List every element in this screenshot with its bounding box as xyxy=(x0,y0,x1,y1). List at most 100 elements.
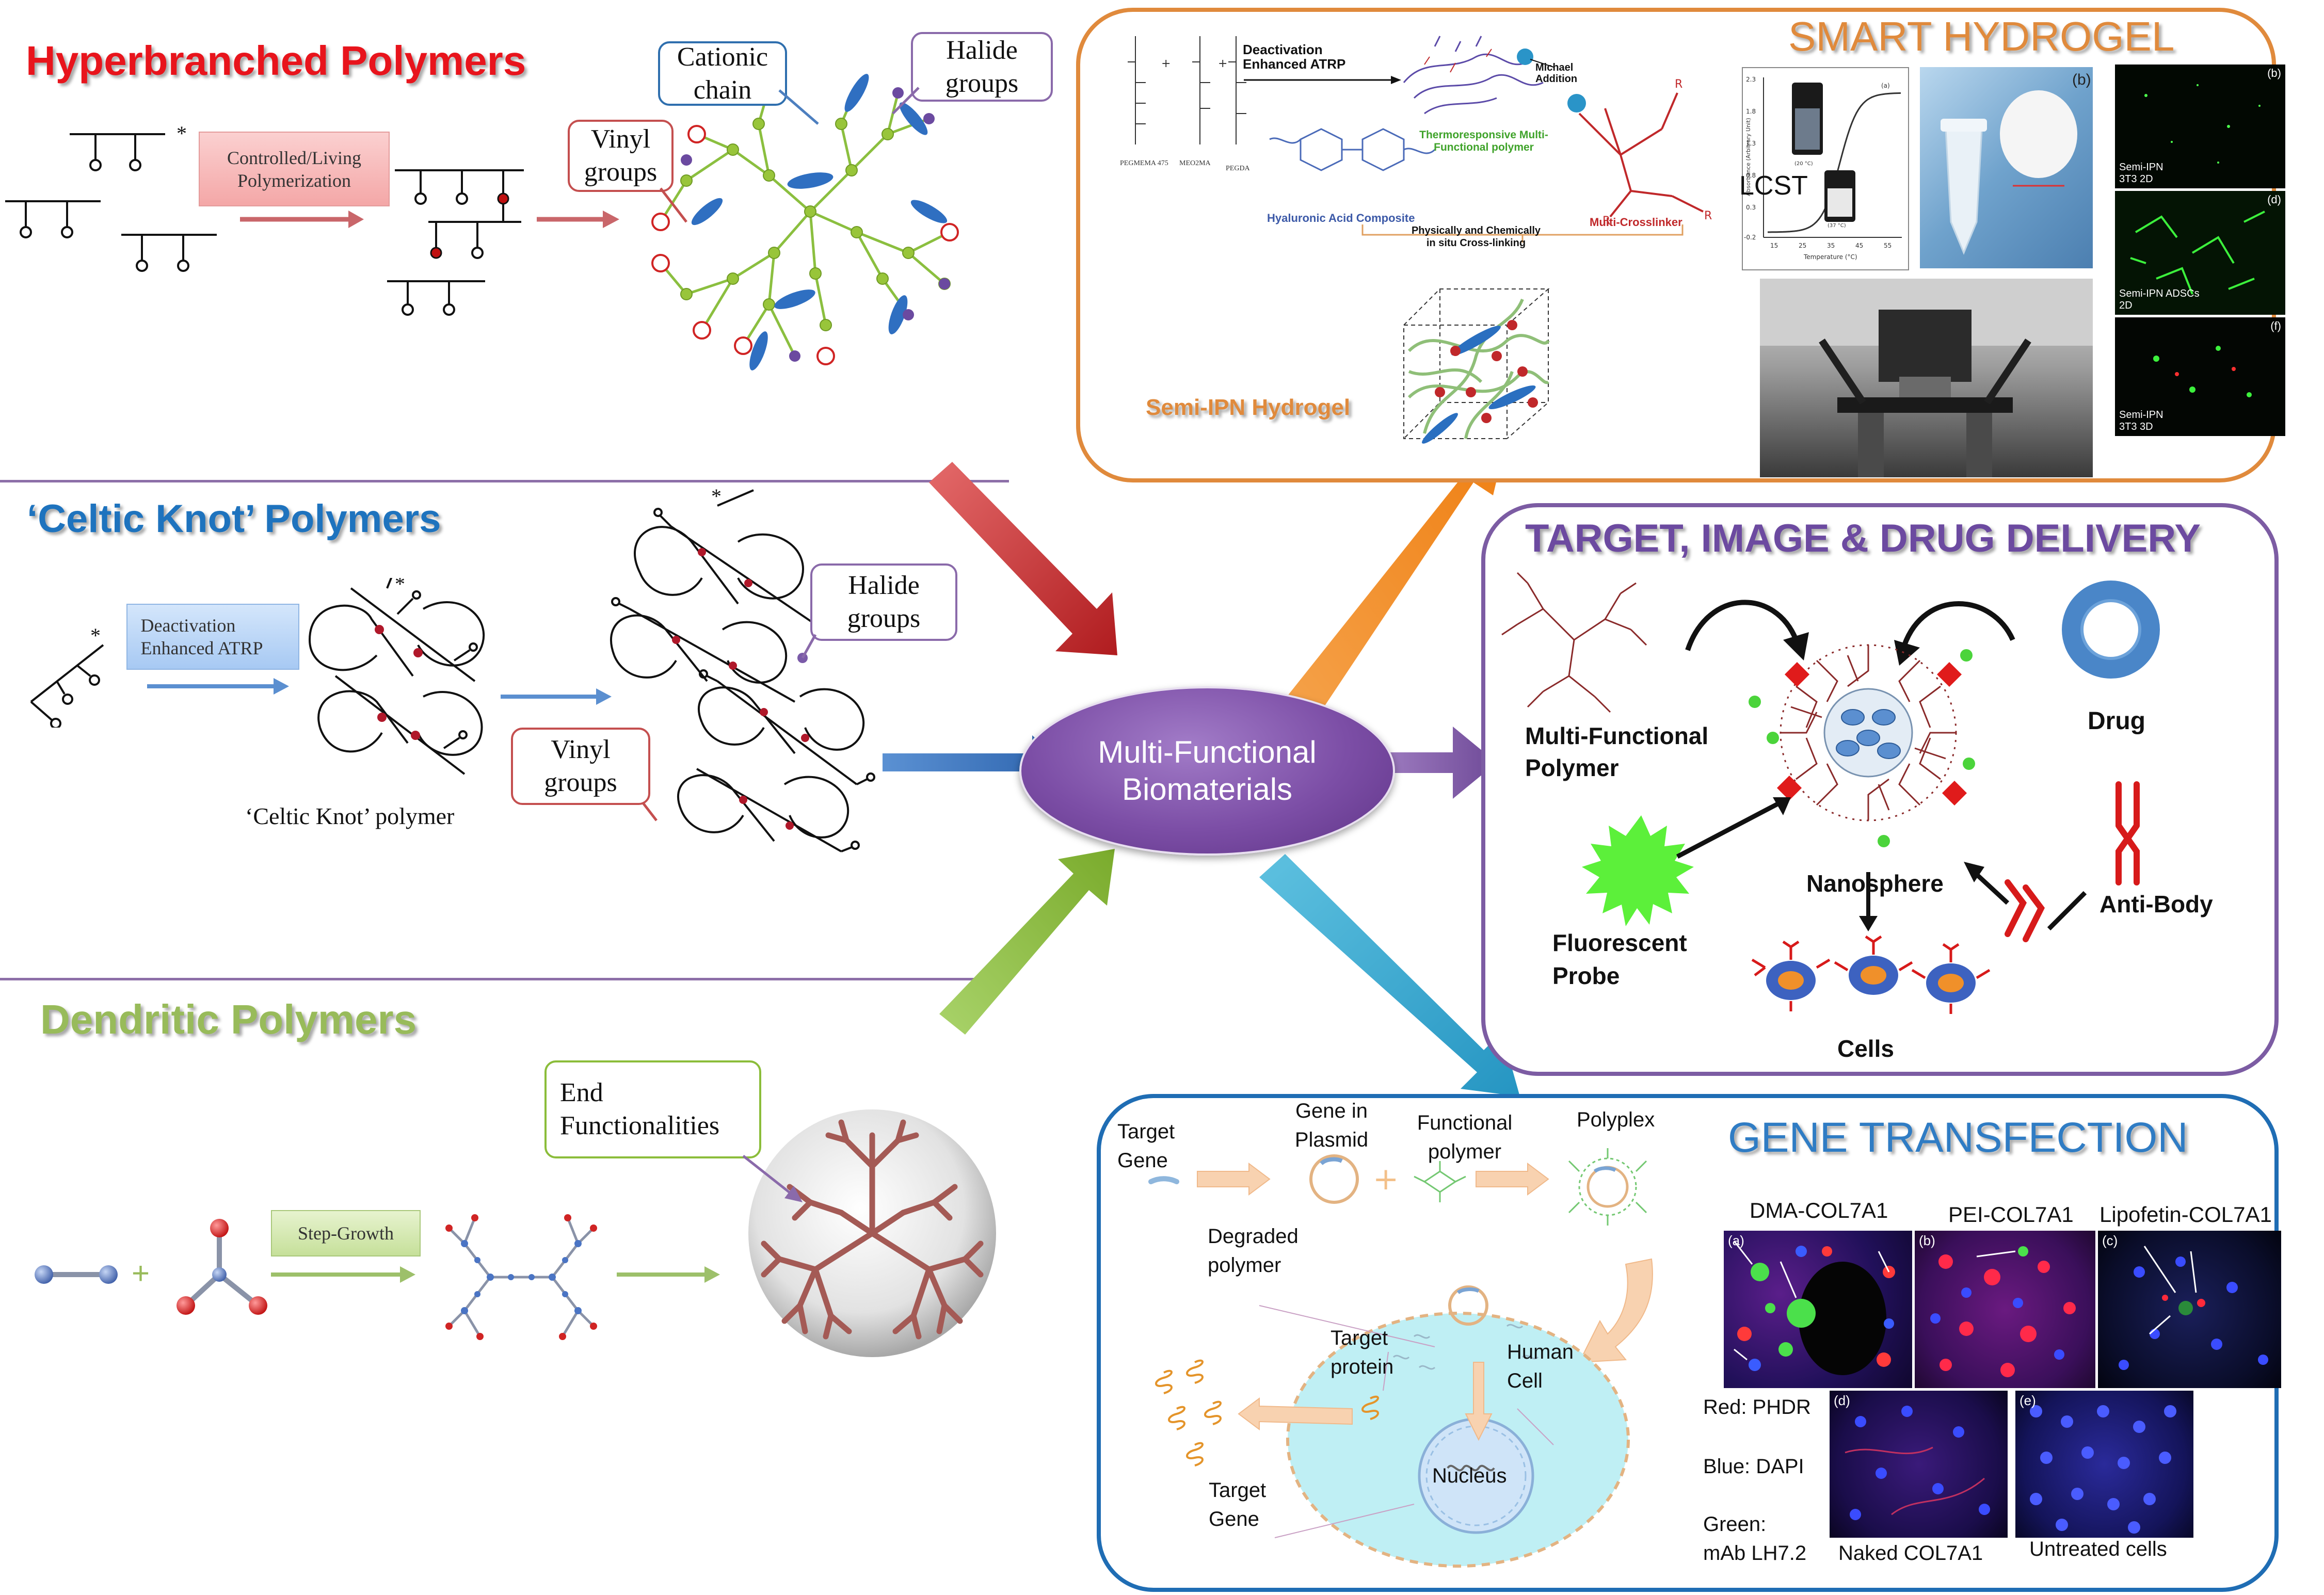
svg-text:*: * xyxy=(90,624,101,647)
thermo-polymer-label: Thermoresponsive Multi-Functional polyme… xyxy=(1419,129,1548,153)
vinyl-groups-label-top: Vinyl groups xyxy=(584,124,658,187)
legend-green-2: mAb LH7.2 xyxy=(1703,1542,1807,1565)
hyperbranched-network xyxy=(651,74,959,370)
legend-green-1: Green: xyxy=(1703,1513,1767,1536)
arrow-blue xyxy=(883,735,1063,790)
controlled-living-box: Controlled/Living Polymerization xyxy=(199,132,390,206)
ytick: 0.8 xyxy=(1746,172,1756,179)
step-growth-box: Step-Growth xyxy=(271,1210,421,1256)
svg-text:+: + xyxy=(1161,57,1171,70)
arrow-cyan xyxy=(1259,854,1520,1097)
celtic-callout-pointers xyxy=(642,634,817,821)
rheometer-photo xyxy=(1760,279,2093,477)
lcst-label: LCST xyxy=(1739,171,1808,201)
michael-addition-label: Michael Addition xyxy=(1535,62,1578,85)
mf-polymer-label: Multi-Functional Polymer xyxy=(1525,722,1709,781)
nucleus-label: Nucleus xyxy=(1432,1464,1507,1487)
cationic-chain-callout: Cationic chain xyxy=(658,41,787,106)
fig-tag-d-micro: (d) xyxy=(2267,193,2281,206)
cells-label: Cells xyxy=(1837,1035,1894,1062)
ha-composite-label: Hyaluronic Acid Composite xyxy=(1267,212,1415,224)
fig-tag-b-photo: (b) xyxy=(2072,71,2091,88)
polyplex-label: Polyplex xyxy=(1577,1108,1655,1131)
micrograph-hydrogel-3: (f) Semi-IPN 3T3 3D xyxy=(2115,317,2285,436)
controlled-living-label: Controlled/Living Polymerization xyxy=(227,147,361,191)
ytick: 0.3 xyxy=(1746,204,1756,211)
fig-tag-f-micro: (f) xyxy=(2270,319,2281,332)
plot-ylabel: Absorbance (Arbitrary Unit) xyxy=(1745,118,1752,196)
halide-groups-label-top: Halide groups xyxy=(945,35,1019,98)
drug-label: Drug xyxy=(2088,707,2145,735)
micro-tag-c: (c) xyxy=(2102,1233,2118,1248)
dendrimer-sphere xyxy=(748,1109,996,1357)
micro-label-3: Semi-IPN 3T3 3D xyxy=(2119,409,2163,432)
micro-title-dma: DMA-COL7A1 xyxy=(1750,1198,1888,1222)
legend-blue: Blue: DAPI xyxy=(1703,1455,1804,1478)
vial-label-20: (20 °C) xyxy=(1794,161,1813,167)
micro-tag-a: (a) xyxy=(1728,1233,1744,1248)
rheometer-graphic xyxy=(1760,279,2093,477)
human-cell-label: Human Cell xyxy=(1507,1341,1574,1392)
xtick: 15 xyxy=(1770,242,1778,249)
micrograph-lipofetin: (c) xyxy=(2098,1231,2281,1388)
svg-text:R: R xyxy=(1704,210,1712,222)
xtick: 35 xyxy=(1827,242,1835,249)
svg-text:+: + xyxy=(1373,1161,1399,1197)
target-gene-bottom-label: Target Gene xyxy=(1209,1479,1267,1530)
xtick: 25 xyxy=(1799,242,1806,249)
nanosphere-label: Nanosphere xyxy=(1806,870,1944,897)
xtick: 55 xyxy=(1884,242,1892,249)
deactivation-atrp-box: Deactivation Enhanced ATRP xyxy=(126,604,299,670)
monomer-3-label: PEGDA xyxy=(1226,165,1251,172)
celtic-knot-title: ‘Celtic Knot’ Polymers xyxy=(27,497,441,541)
target-gene-top-label: Target Gene xyxy=(1117,1120,1175,1172)
monomer-1-label: PEGMEMA 475 xyxy=(1120,159,1168,167)
vinyl-groups-callout-top: Vinyl groups xyxy=(568,120,674,192)
plot-xlabel: Temperature (°C) xyxy=(1803,253,1857,261)
micrograph-naked: (d) xyxy=(1830,1391,2008,1538)
ytick: 1.8 xyxy=(1746,108,1756,115)
dendritic-small-structure xyxy=(445,1214,597,1340)
svg-text:R: R xyxy=(1675,78,1682,91)
gene-plasmid-label: Gene in Plasmid xyxy=(1294,1100,1369,1151)
plus-sign: + xyxy=(132,1256,150,1291)
tube-graphic xyxy=(1941,90,2077,255)
divider-top xyxy=(0,480,1009,482)
ytick: -0.2 xyxy=(1744,234,1756,241)
center-hub: Multi-Functional Biomaterials xyxy=(1019,686,1395,856)
micro-title-pei: PEI-COL7A1 xyxy=(1948,1202,2074,1227)
micro-title-lipofetin: Lipofetin-COL7A1 xyxy=(2099,1202,2272,1227)
hyperbranched-callout-pointers xyxy=(660,87,920,223)
end-functionalities-label: End Functionalities xyxy=(560,1078,720,1140)
smart-hydrogel-title: SMART HYDROGEL xyxy=(1788,13,2175,59)
micro-label-1: Semi-IPN 3T3 2D xyxy=(2119,162,2163,185)
micro-tag-d: (d) xyxy=(1834,1393,1850,1408)
deactivation-atrp-label: Deactivation Enhanced ATRP xyxy=(140,615,263,658)
micrograph-pei: (b) xyxy=(1915,1231,2095,1388)
divider-bottom xyxy=(0,978,1009,980)
micro-tag-e: (e) xyxy=(2020,1393,2036,1408)
svg-text:*: * xyxy=(711,485,722,508)
celtic-monomer: * xyxy=(30,624,104,728)
end-functionalities-callout: End Functionalities xyxy=(544,1060,761,1158)
star-mark: * xyxy=(177,122,187,145)
hydrogel-chemistry-scheme: + + PEGMEMA 475 MEO2MA PEGDA R R R xyxy=(1120,36,1712,243)
svg-text:*: * xyxy=(395,578,405,595)
celtic-knot-polymer: * xyxy=(309,578,485,775)
gene-workflow-diagram: + xyxy=(1148,1148,1653,1568)
celtic-knot-caption: ‘Celtic Knot’ polymer xyxy=(245,803,455,829)
cross-linking-label: Physically and Chemically in situ Cross-… xyxy=(1411,225,1541,249)
arrow-green xyxy=(939,849,1115,1035)
end-functionalities-pointer xyxy=(742,1155,803,1202)
arrow-orange xyxy=(1288,436,1507,717)
celtic-arrows xyxy=(147,678,612,705)
hyperbranched-title: Hyperbranched Polymers xyxy=(26,38,526,84)
micrograph-hydrogel-1: (b) Semi-IPN 3T3 2D xyxy=(2115,65,2285,188)
fluorescent-probe-label: Fluorescent Probe xyxy=(1552,929,1687,989)
gene-transfection-title: GENE TRANSFECTION xyxy=(1728,1114,2188,1161)
halide-groups-callout-top: Halide groups xyxy=(911,32,1053,102)
datra-label: Deactivation Enhanced ATRP xyxy=(1243,42,1346,72)
dendritic-title: Dendritic Polymers xyxy=(40,996,417,1042)
drug-delivery-title: TARGET, IMAGE & DRUG DELIVERY xyxy=(1525,517,2201,560)
ytick: 1.3 xyxy=(1746,140,1756,147)
